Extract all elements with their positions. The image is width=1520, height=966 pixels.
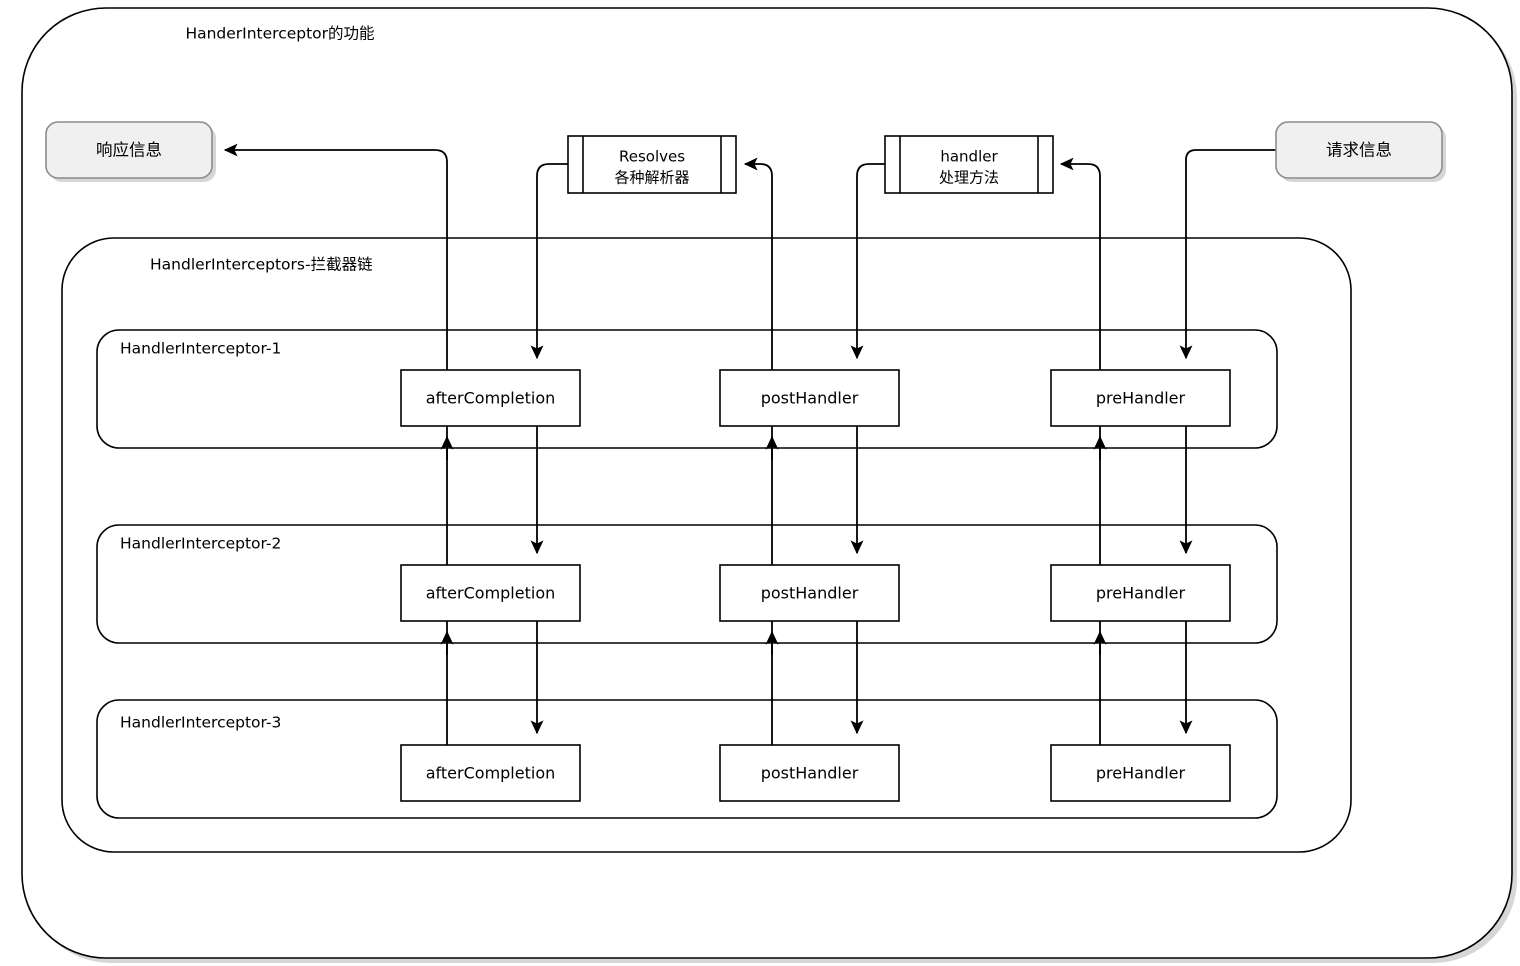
- flow-prehandler-to-handler: [1059, 157, 1101, 800]
- subroutine-line-2: 各种解析器: [614, 169, 689, 187]
- method-label: preHandler: [1096, 389, 1186, 408]
- method-label: postHandler: [761, 389, 859, 408]
- subroutine-line-2: 处理方法: [939, 169, 999, 187]
- interceptor-3-title: HandlerInterceptor-3: [120, 714, 281, 732]
- method-node-prehandler-3[interactable]: preHandler: [1050, 744, 1231, 802]
- interceptor-3-container: HandlerInterceptor-3: [96, 699, 1278, 819]
- method-node-prehandler-1[interactable]: preHandler: [1050, 369, 1231, 427]
- subroutine-line-1: Resolves: [619, 148, 685, 166]
- flow-connectors: [223, 143, 1276, 800]
- method-label: preHandler: [1096, 584, 1186, 603]
- response-node-label: 响应信息: [96, 141, 162, 160]
- method-label: afterCompletion: [426, 389, 556, 408]
- method-label: postHandler: [761, 764, 859, 783]
- method-node-posthandler-1[interactable]: postHandler: [719, 369, 900, 427]
- method-node-aftercompletion-1[interactable]: afterCompletion: [400, 369, 581, 427]
- flow-aftercompletion-to-response: [223, 143, 448, 800]
- interceptor-2-container: HandlerInterceptor-2: [96, 524, 1278, 644]
- response-node[interactable]: 响应信息: [45, 121, 216, 182]
- method-node-posthandler-3[interactable]: postHandler: [719, 744, 900, 802]
- flow-resolves-to-aftercompletion-1: [530, 163, 568, 360]
- interceptor-1-title: HandlerInterceptor-1: [120, 340, 281, 358]
- method-label: afterCompletion: [426, 764, 556, 783]
- flow-posthandler-to-resolves: [743, 157, 773, 800]
- method-label: afterCompletion: [426, 584, 556, 603]
- outer-container-title: HanderInterceptor的功能: [185, 25, 374, 43]
- request-node[interactable]: 请求信息: [1275, 121, 1446, 182]
- method-label: preHandler: [1096, 764, 1186, 783]
- subroutine-node-handler[interactable]: handler 处理方法: [884, 135, 1054, 194]
- subroutine-line-1: handler: [940, 148, 998, 166]
- method-node-prehandler-2[interactable]: preHandler: [1050, 564, 1231, 622]
- interceptor-2-title: HandlerInterceptor-2: [120, 535, 281, 553]
- subroutine-node-resolves[interactable]: Resolves 各种解析器: [567, 135, 737, 194]
- method-label: postHandler: [761, 584, 859, 603]
- method-node-posthandler-2[interactable]: postHandler: [719, 564, 900, 622]
- request-node-label: 请求信息: [1326, 141, 1392, 160]
- flow-handler-to-posthandler-1: [850, 163, 885, 360]
- interceptor-1-container: HandlerInterceptor-1: [96, 329, 1278, 449]
- interceptor-chain-title: HandlerInterceptors-拦截器链: [150, 256, 373, 274]
- method-node-aftercompletion-3[interactable]: afterCompletion: [400, 744, 581, 802]
- method-node-aftercompletion-2[interactable]: afterCompletion: [400, 564, 581, 622]
- flow-request-to-prehandler-1: [1179, 149, 1276, 360]
